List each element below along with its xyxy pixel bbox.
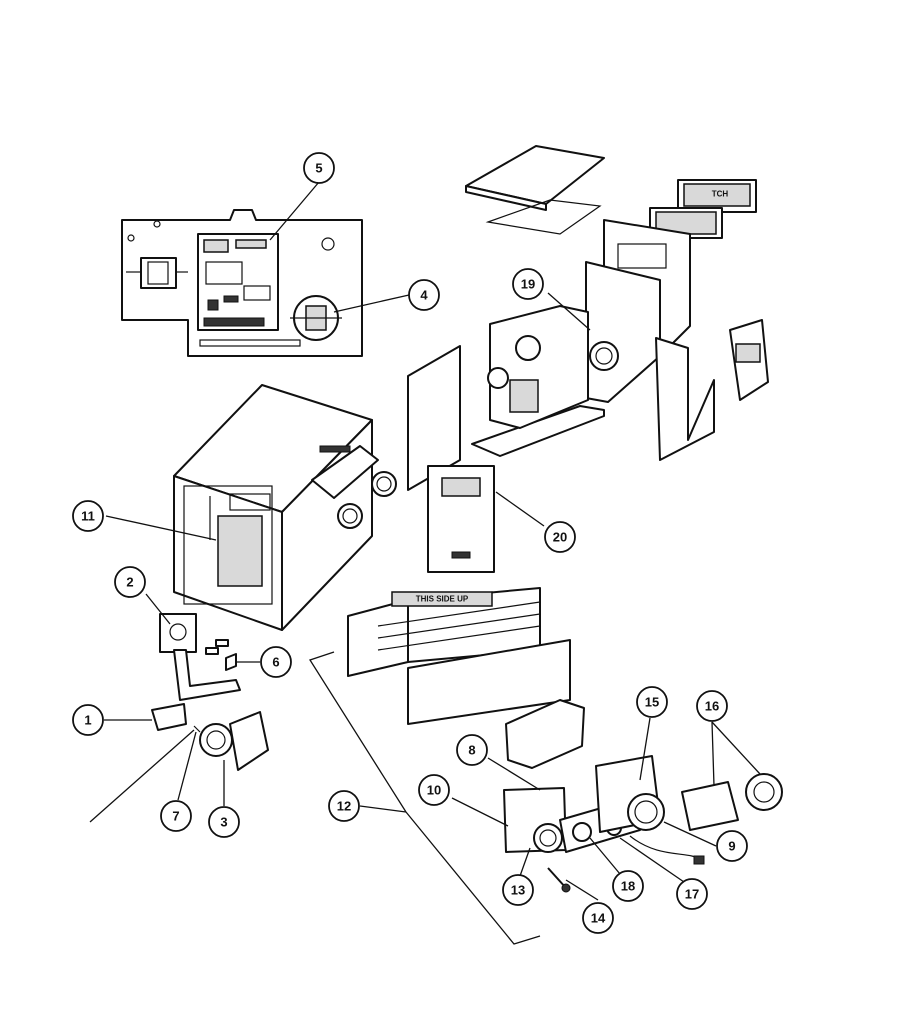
callout-circle-4 [408,279,440,311]
callout-label-4: 4 [420,288,428,303]
callout-label-6: 6 [272,655,279,670]
callout-label-2: 2 [126,575,133,590]
callout-label-17: 17 [685,887,699,902]
water-header-assembly [503,699,705,865]
callout-3: 3 [208,806,240,838]
gas-valve-assembly [159,613,241,701]
jacket-panels [585,219,769,461]
leader-lines [89,181,761,945]
callout-circle-16 [696,690,728,722]
callout-2: 2 [114,566,146,598]
callout-5: 5 [303,152,335,184]
callout-19: 19 [512,268,544,300]
heat-exchanger-label: THIS SIDE UP [416,595,469,604]
callout-7: 7 [160,800,192,832]
callout-circle-14 [582,902,614,934]
callout-circle-2 [114,566,146,598]
callout-circle-6 [260,646,292,678]
callout-label-11: 11 [81,509,95,524]
burner-tray-assembly [471,305,619,457]
callout-6: 6 [260,646,292,678]
callout-9: 9 [716,830,748,862]
heater-cabinet [173,384,397,631]
heat-exchanger: THIS SIDE UP [347,587,571,725]
callout-label-3: 3 [220,815,227,830]
callout-label-18: 18 [621,879,635,894]
callout-circle-8 [456,734,488,766]
callout-label-5: 5 [315,161,322,176]
control-panel-assembly [121,209,363,357]
callout-label-10: 10 [427,783,441,798]
callout-circle-19 [512,268,544,300]
callout-15: 15 [636,686,668,718]
callout-circle-10 [418,774,450,806]
callout-10: 10 [418,774,450,806]
callout-circle-5 [303,152,335,184]
callout-8: 8 [456,734,488,766]
callout-label-20: 20 [553,530,567,545]
callout-12: 12 [328,790,360,822]
callout-circle-11 [72,500,104,532]
callout-18: 18 [612,870,644,902]
callout-circle-7 [160,800,192,832]
callout-label-14: 14 [591,911,606,926]
callout-circle-12 [328,790,360,822]
union-fittings [681,773,783,831]
front-panels [407,345,495,573]
callout-circle-18 [612,870,644,902]
callout-circle-3 [208,806,240,838]
bezel-label: TCH [712,190,729,199]
callout-label-8: 8 [468,743,475,758]
bolt-part-14 [547,867,571,893]
callout-circle-9 [716,830,748,862]
bracket-part-6 [205,639,237,671]
callout-label-9: 9 [728,839,735,854]
callout-label-16: 16 [705,699,719,714]
callout-circle-20 [544,521,576,553]
callout-1: 1 [72,704,104,736]
callout-circle-13 [502,874,534,906]
callout-16: 16 [696,690,728,722]
callout-label-15: 15 [645,695,659,710]
callout-label-19: 19 [521,277,535,292]
callout-14: 14 [582,902,614,934]
blower-assembly [151,703,269,771]
callout-label-13: 13 [511,883,525,898]
callout-circle-17 [676,878,708,910]
callout-circle-15 [636,686,668,718]
callout-4: 4 [408,279,440,311]
callout-17: 17 [676,878,708,910]
callout-13: 13 [502,874,534,906]
top-cover [465,145,605,235]
callout-11: 11 [72,500,104,532]
callout-circle-1 [72,704,104,736]
callout-label-1: 1 [84,713,91,728]
callout-20: 20 [544,521,576,553]
callout-label-7: 7 [172,809,179,824]
callout-label-12: 12 [337,799,351,814]
